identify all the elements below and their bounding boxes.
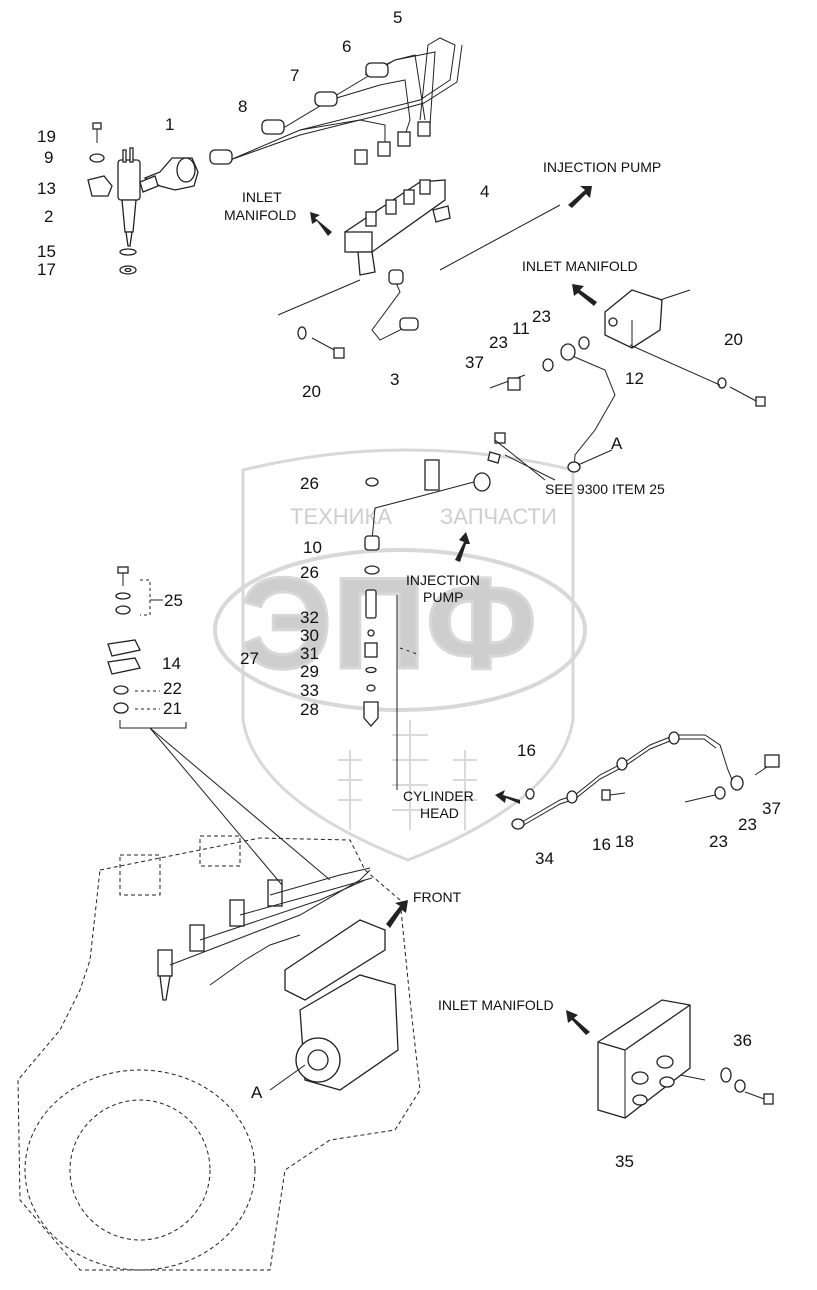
callout-19: 19 <box>37 127 56 146</box>
callout-16-a: 16 <box>517 741 536 760</box>
callout-37-a: 37 <box>465 353 484 372</box>
callout-1: 1 <box>165 115 174 134</box>
callout-23-b: 23 <box>489 333 508 352</box>
watermark-text-right: ЗАПЧАСТИ <box>440 504 557 529</box>
fuel-line-3 <box>371 269 419 341</box>
arrow-icon <box>495 790 520 804</box>
callout-6: 6 <box>342 37 351 56</box>
watermark-logo: ЭПФ <box>240 550 537 696</box>
callout-20-right: 20 <box>724 330 743 349</box>
arrow-icon <box>455 532 470 562</box>
label-manifold: MANIFOLD <box>224 207 296 223</box>
callout-3: 3 <box>390 370 399 389</box>
bolt-20-left <box>297 326 345 359</box>
callout-22: 22 <box>163 679 182 698</box>
callout-17: 17 <box>37 260 56 279</box>
callout-37-b: 37 <box>762 799 781 818</box>
arrow-icon <box>310 212 332 236</box>
engine-block <box>17 835 421 1271</box>
fuel-line-12 <box>489 336 616 473</box>
callout-12: 12 <box>625 369 644 388</box>
label-inlet-manifold-bottom: INLET MANIFOLD <box>438 997 554 1013</box>
callout-27: 27 <box>240 649 259 668</box>
callout-A-top: A <box>611 434 623 453</box>
callout-30: 30 <box>300 626 319 645</box>
callout-5: 5 <box>393 8 402 27</box>
callout-15: 15 <box>37 242 56 261</box>
fuel-rail-4 <box>344 179 451 276</box>
injector-assembly <box>87 122 199 275</box>
label-head: HEAD <box>420 805 459 821</box>
callout-13: 13 <box>37 179 56 198</box>
callout-33: 33 <box>300 681 319 700</box>
callout-20-left: 20 <box>302 382 321 401</box>
feed-line-10 <box>364 432 506 575</box>
callout-A-bottom: A <box>251 1083 263 1102</box>
arrow-icon <box>572 284 597 306</box>
callout-31: 31 <box>300 644 319 663</box>
callout-8: 8 <box>238 97 247 116</box>
label-pump: PUMP <box>423 589 463 605</box>
callout-28: 28 <box>300 700 319 719</box>
callout-34: 34 <box>535 849 554 868</box>
callout-23-c: 23 <box>738 815 757 834</box>
direction-arrows <box>310 186 597 1035</box>
label-front: FRONT <box>413 889 462 905</box>
label-injection: INJECTION <box>406 572 480 588</box>
callout-16-b: 16 <box>592 835 611 854</box>
callout-26-a: 26 <box>300 474 319 493</box>
callout-2: 2 <box>44 207 53 226</box>
leak-off-line-34 <box>511 731 780 830</box>
arrow-icon <box>566 1010 590 1035</box>
callout-23-a: 23 <box>532 307 551 326</box>
callout-23-d: 23 <box>709 832 728 851</box>
arrow-icon <box>386 900 408 928</box>
label-inlet-manifold-right: INLET MANIFOLD <box>522 258 638 274</box>
manifold-bracket-20 <box>604 289 766 407</box>
callout-14: 14 <box>162 654 181 673</box>
manifold-block-35 <box>597 999 774 1119</box>
label-inlet: INLET <box>242 189 282 205</box>
callout-11: 11 <box>512 319 530 338</box>
clamp-parts-14-25 <box>107 566 187 729</box>
watermark-wheat-icon <box>338 720 477 830</box>
callout-35: 35 <box>615 1152 634 1171</box>
callout-25: 25 <box>164 591 183 610</box>
callout-21: 21 <box>163 699 182 718</box>
arrow-icon <box>568 186 592 208</box>
callout-29: 29 <box>300 662 319 681</box>
callout-26-b: 26 <box>300 563 319 582</box>
watermark: ТЕХНИКА ЗАПЧАСТИ ЭПФ <box>213 448 587 862</box>
callout-36: 36 <box>733 1031 752 1050</box>
valve-stack-27 <box>363 589 421 790</box>
labels: INJECTION PUMP INLET MANIFOLD INLET MANI… <box>224 159 665 1013</box>
label-see-reference: SEE 9300 ITEM 25 <box>545 481 665 497</box>
label-injection-pump-top: INJECTION PUMP <box>543 159 661 175</box>
leader-lines <box>149 204 721 1081</box>
callouts: 5 6 7 8 1 19 9 13 2 15 17 4 3 20 23 11 2… <box>37 8 781 1171</box>
callout-10: 10 <box>303 538 322 557</box>
callout-7: 7 <box>290 66 299 85</box>
callout-18: 18 <box>615 832 634 851</box>
callout-4: 4 <box>480 182 489 201</box>
label-cylinder: CYLINDER <box>403 788 474 804</box>
callout-9: 9 <box>44 148 53 167</box>
callout-32: 32 <box>300 608 319 627</box>
high-pressure-lines-5-8 <box>209 37 463 165</box>
